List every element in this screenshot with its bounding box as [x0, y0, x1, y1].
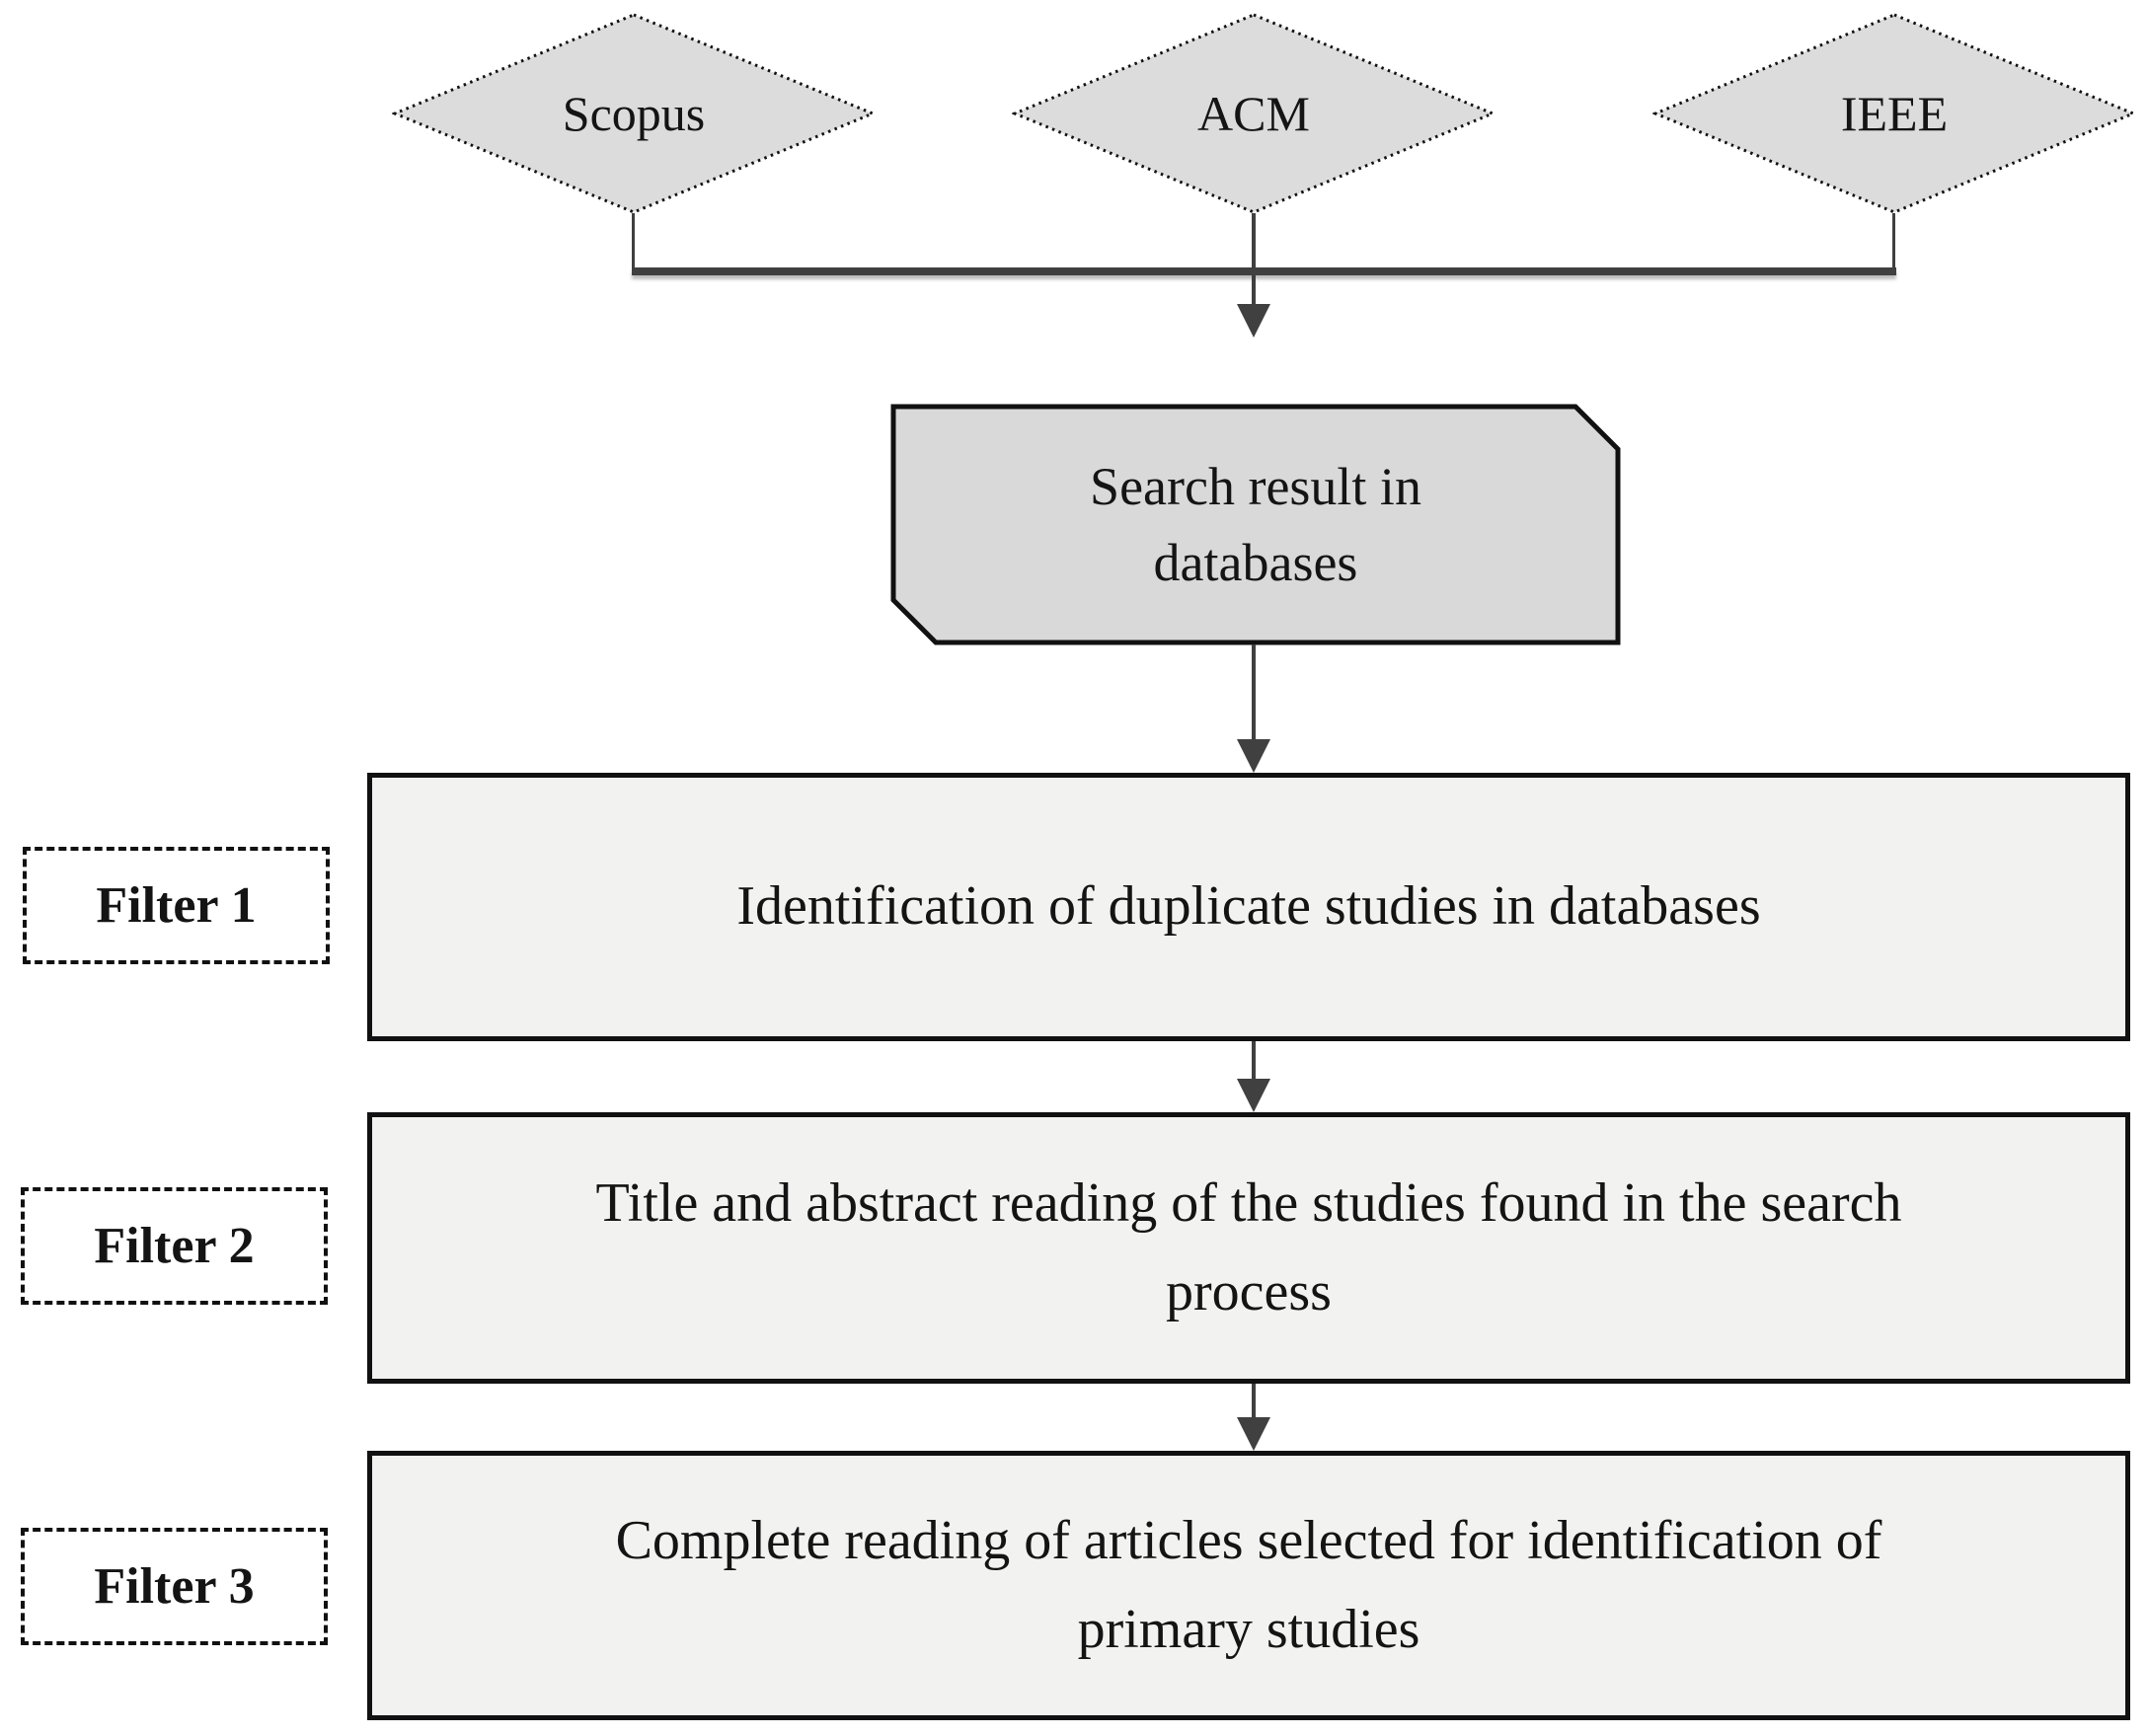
database-label: ACM: [1197, 86, 1310, 141]
step-box-filter3: Complete reading of articles selected fo…: [367, 1451, 2130, 1720]
connector-stub-scopus: [632, 213, 635, 269]
step2-line2: process: [1166, 1260, 1332, 1322]
search-result-line2: databases: [1153, 532, 1358, 592]
step2-line1: Title and abstract reading of the studie…: [595, 1171, 1902, 1234]
filter1-tag: Filter 1: [23, 847, 330, 964]
beveled-card-shape: [890, 404, 1621, 645]
arrowhead-step2: [1237, 1079, 1270, 1112]
diamond-shape: [1652, 13, 2136, 214]
diamond-shape: [392, 13, 876, 214]
filter2-tag-label: Filter 2: [94, 1218, 255, 1274]
filter3-tag: Filter 3: [21, 1528, 328, 1645]
database-label: IEEE: [1840, 86, 1949, 141]
filter1-tag-label: Filter 1: [96, 877, 257, 934]
database-node-ieee: IEEE: [1652, 12, 2136, 215]
filter2-tag: Filter 2: [21, 1187, 328, 1305]
arrowhead-step3: [1237, 1417, 1270, 1451]
step-box-filter1: Identification of duplicate studies in d…: [367, 773, 2130, 1041]
arrowhead-step1: [1237, 739, 1270, 773]
step-box-filter2: Title and abstract reading of the studie…: [367, 1112, 2130, 1384]
step1-line1: Identification of duplicate studies in d…: [736, 875, 1761, 938]
arrowhead-to-search-box: [1237, 304, 1270, 338]
step3-line2: primary studies: [1077, 1598, 1420, 1660]
arrow-line-step1-to-step2: [1252, 1041, 1256, 1079]
search-result-line1: Search result in: [1090, 456, 1421, 516]
filter3-tag-label: Filter 3: [94, 1558, 255, 1615]
arrow-line-search-to-step1: [1252, 644, 1256, 739]
database-node-scopus: Scopus: [392, 12, 876, 215]
database-label: Scopus: [562, 86, 706, 141]
connector-horizontal-bar: [632, 267, 1896, 275]
search-result-label: Search result in databases: [890, 404, 1621, 645]
diamond-shape: [1012, 13, 1496, 214]
search-result-box: Search result in databases: [890, 404, 1621, 645]
arrow-line-step2-to-step3: [1252, 1384, 1256, 1417]
connector-stub-ieee: [1892, 213, 1895, 269]
step3-line1: Complete reading of articles selected fo…: [615, 1509, 1882, 1571]
database-node-acm: ACM: [1012, 12, 1496, 215]
connector-stub-acm: [1252, 213, 1256, 304]
